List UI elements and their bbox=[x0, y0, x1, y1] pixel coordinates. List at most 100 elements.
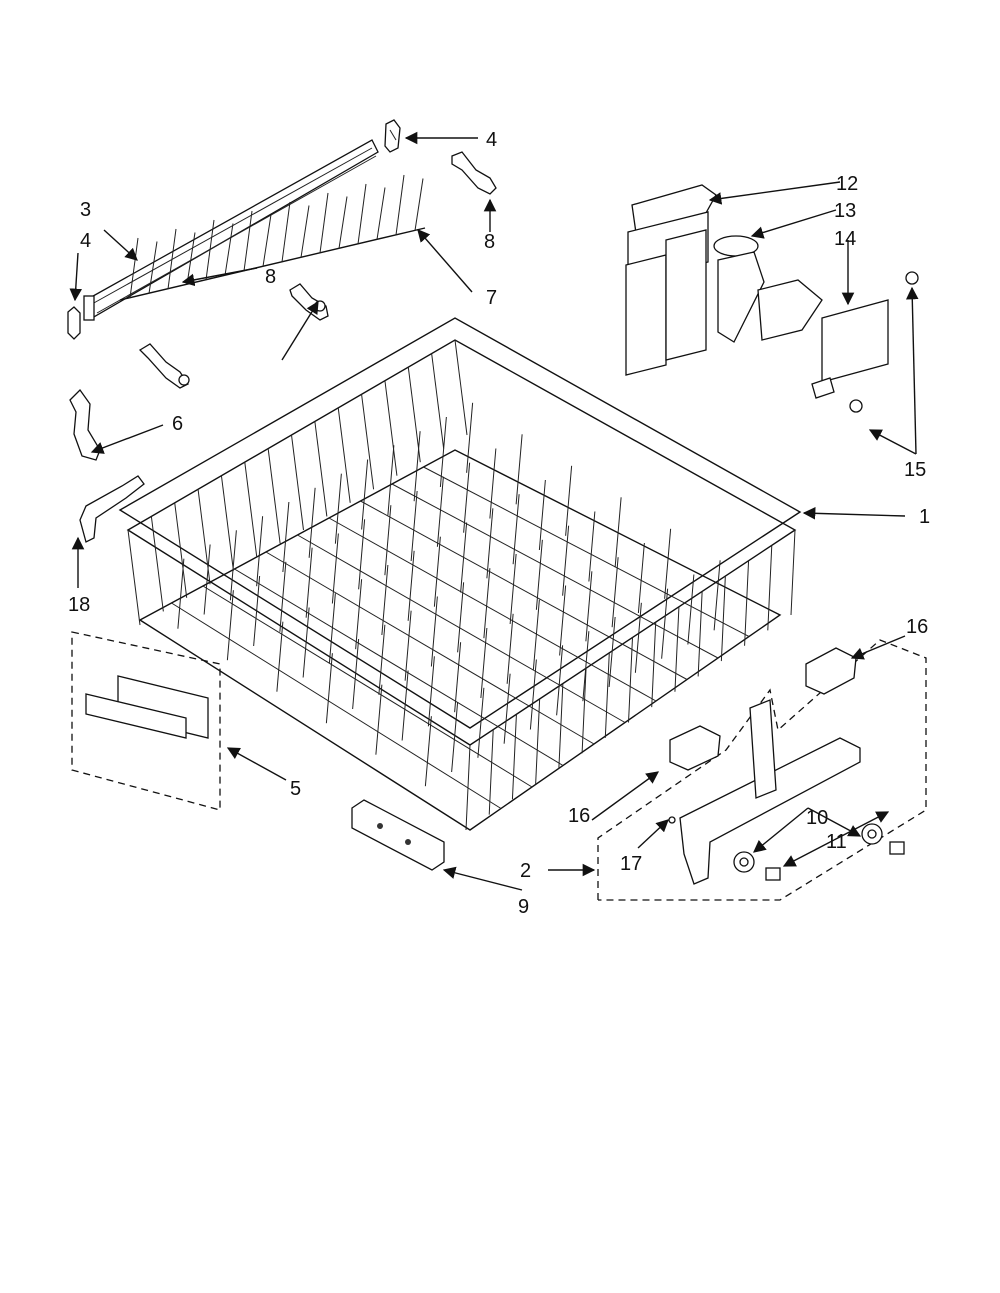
wire-segment bbox=[608, 616, 616, 688]
wire-segment bbox=[664, 528, 672, 599]
wire-segment bbox=[486, 508, 494, 579]
wire-segment bbox=[556, 645, 564, 716]
wire-segment bbox=[515, 434, 523, 505]
clip-part-4-left-icon bbox=[67, 306, 81, 340]
wire-segment bbox=[581, 668, 587, 754]
wire-segment bbox=[433, 536, 441, 607]
wire-segment bbox=[300, 205, 310, 258]
wire-segment bbox=[457, 582, 465, 653]
wire-segment bbox=[360, 500, 688, 680]
wire-segment bbox=[328, 593, 336, 664]
wire-segment bbox=[559, 585, 567, 656]
wire-segment bbox=[375, 684, 383, 755]
callout-12: 12 bbox=[836, 173, 858, 195]
wire-segment bbox=[466, 402, 474, 473]
lower-assembly-part-2-icon bbox=[597, 639, 927, 901]
hinge-clip-part-8-mid-icon bbox=[289, 283, 329, 321]
wire-segment bbox=[384, 505, 392, 576]
wire-segment bbox=[430, 596, 438, 667]
wire-segment bbox=[401, 670, 409, 741]
wire-segment bbox=[334, 473, 342, 544]
callout-15: 15 bbox=[904, 459, 926, 481]
wire-segment bbox=[404, 610, 412, 681]
wire-segment bbox=[361, 394, 375, 490]
wire-segment bbox=[720, 576, 726, 662]
wire-segment bbox=[535, 698, 541, 784]
wire-segment bbox=[588, 511, 596, 582]
wire-segment bbox=[226, 590, 234, 661]
wire-segment bbox=[171, 602, 502, 809]
wire-segment bbox=[532, 599, 540, 670]
wire-segment bbox=[244, 462, 258, 558]
wire-segment bbox=[150, 516, 164, 612]
wire-segment bbox=[489, 448, 497, 519]
wire-segment bbox=[562, 525, 570, 596]
wire-segment bbox=[127, 529, 141, 626]
wire-segment bbox=[506, 613, 514, 684]
wire-segment bbox=[167, 228, 177, 290]
wire-segment bbox=[604, 652, 610, 738]
wire-segment bbox=[148, 241, 158, 294]
wire-segment bbox=[279, 561, 287, 632]
wire-segment bbox=[483, 568, 491, 639]
wire-segment bbox=[477, 687, 485, 758]
wire-segment bbox=[174, 502, 188, 598]
callout-13: 13 bbox=[834, 200, 856, 222]
hinge-clip-part-8-left-icon bbox=[138, 343, 190, 389]
callout-14: 14 bbox=[834, 228, 856, 250]
wire-segment bbox=[661, 588, 669, 659]
wire-segment bbox=[337, 407, 351, 503]
wire-segment bbox=[328, 517, 657, 702]
wire-segment bbox=[558, 683, 564, 769]
wire-segment bbox=[302, 607, 310, 678]
wire-segment bbox=[267, 448, 281, 544]
wire-segment bbox=[203, 544, 211, 615]
wire-segment bbox=[319, 192, 329, 254]
wire-segment bbox=[305, 547, 313, 618]
wire-segment bbox=[535, 539, 543, 610]
wire-segment bbox=[358, 519, 366, 590]
wire-segment bbox=[614, 497, 622, 568]
wire-segment bbox=[424, 716, 432, 787]
wire-segment bbox=[357, 183, 367, 245]
wire-segment bbox=[628, 637, 633, 723]
wire-segment bbox=[480, 627, 488, 699]
callout-4-top: 4 bbox=[486, 129, 497, 151]
wire-segment bbox=[454, 339, 468, 436]
wire-segment bbox=[767, 545, 773, 631]
callout-9: 9 bbox=[518, 896, 529, 918]
wire-segment bbox=[413, 431, 421, 502]
wire-segment bbox=[234, 568, 564, 766]
wire-segment bbox=[384, 380, 398, 476]
wire-segment bbox=[512, 494, 520, 565]
adjuster-assembly-parts-12-15-icon bbox=[625, 184, 919, 413]
wire-segment bbox=[436, 476, 444, 547]
wire-segment bbox=[229, 530, 237, 601]
callout-10: 10 bbox=[806, 807, 828, 829]
wire-segment bbox=[414, 178, 424, 231]
arm-part-18-icon bbox=[79, 475, 145, 543]
callout-5: 5 bbox=[290, 778, 301, 800]
callout-16-right: 16 bbox=[906, 616, 928, 638]
wire-segment bbox=[205, 219, 215, 281]
wire-segment bbox=[282, 501, 290, 573]
wire-segment bbox=[427, 656, 435, 727]
wire-segment bbox=[410, 490, 418, 562]
wire-segment bbox=[460, 522, 468, 593]
wire-segment bbox=[378, 624, 386, 695]
wire-segment bbox=[565, 465, 573, 536]
wire-segment bbox=[338, 196, 348, 249]
tine-row-part-7-icon bbox=[119, 174, 426, 301]
wire-segment bbox=[713, 560, 721, 631]
callout-2: 2 bbox=[520, 860, 531, 882]
callout-17: 17 bbox=[620, 853, 642, 875]
wire-segment bbox=[387, 445, 395, 516]
wire-segment bbox=[674, 606, 680, 692]
wire-segment bbox=[431, 353, 445, 449]
handle-group-part-5-icon bbox=[71, 631, 221, 811]
wire-segment bbox=[637, 542, 645, 614]
callout-6: 6 bbox=[172, 413, 183, 435]
wire-segment bbox=[297, 534, 626, 723]
callout-8-top: 8 bbox=[484, 231, 495, 253]
